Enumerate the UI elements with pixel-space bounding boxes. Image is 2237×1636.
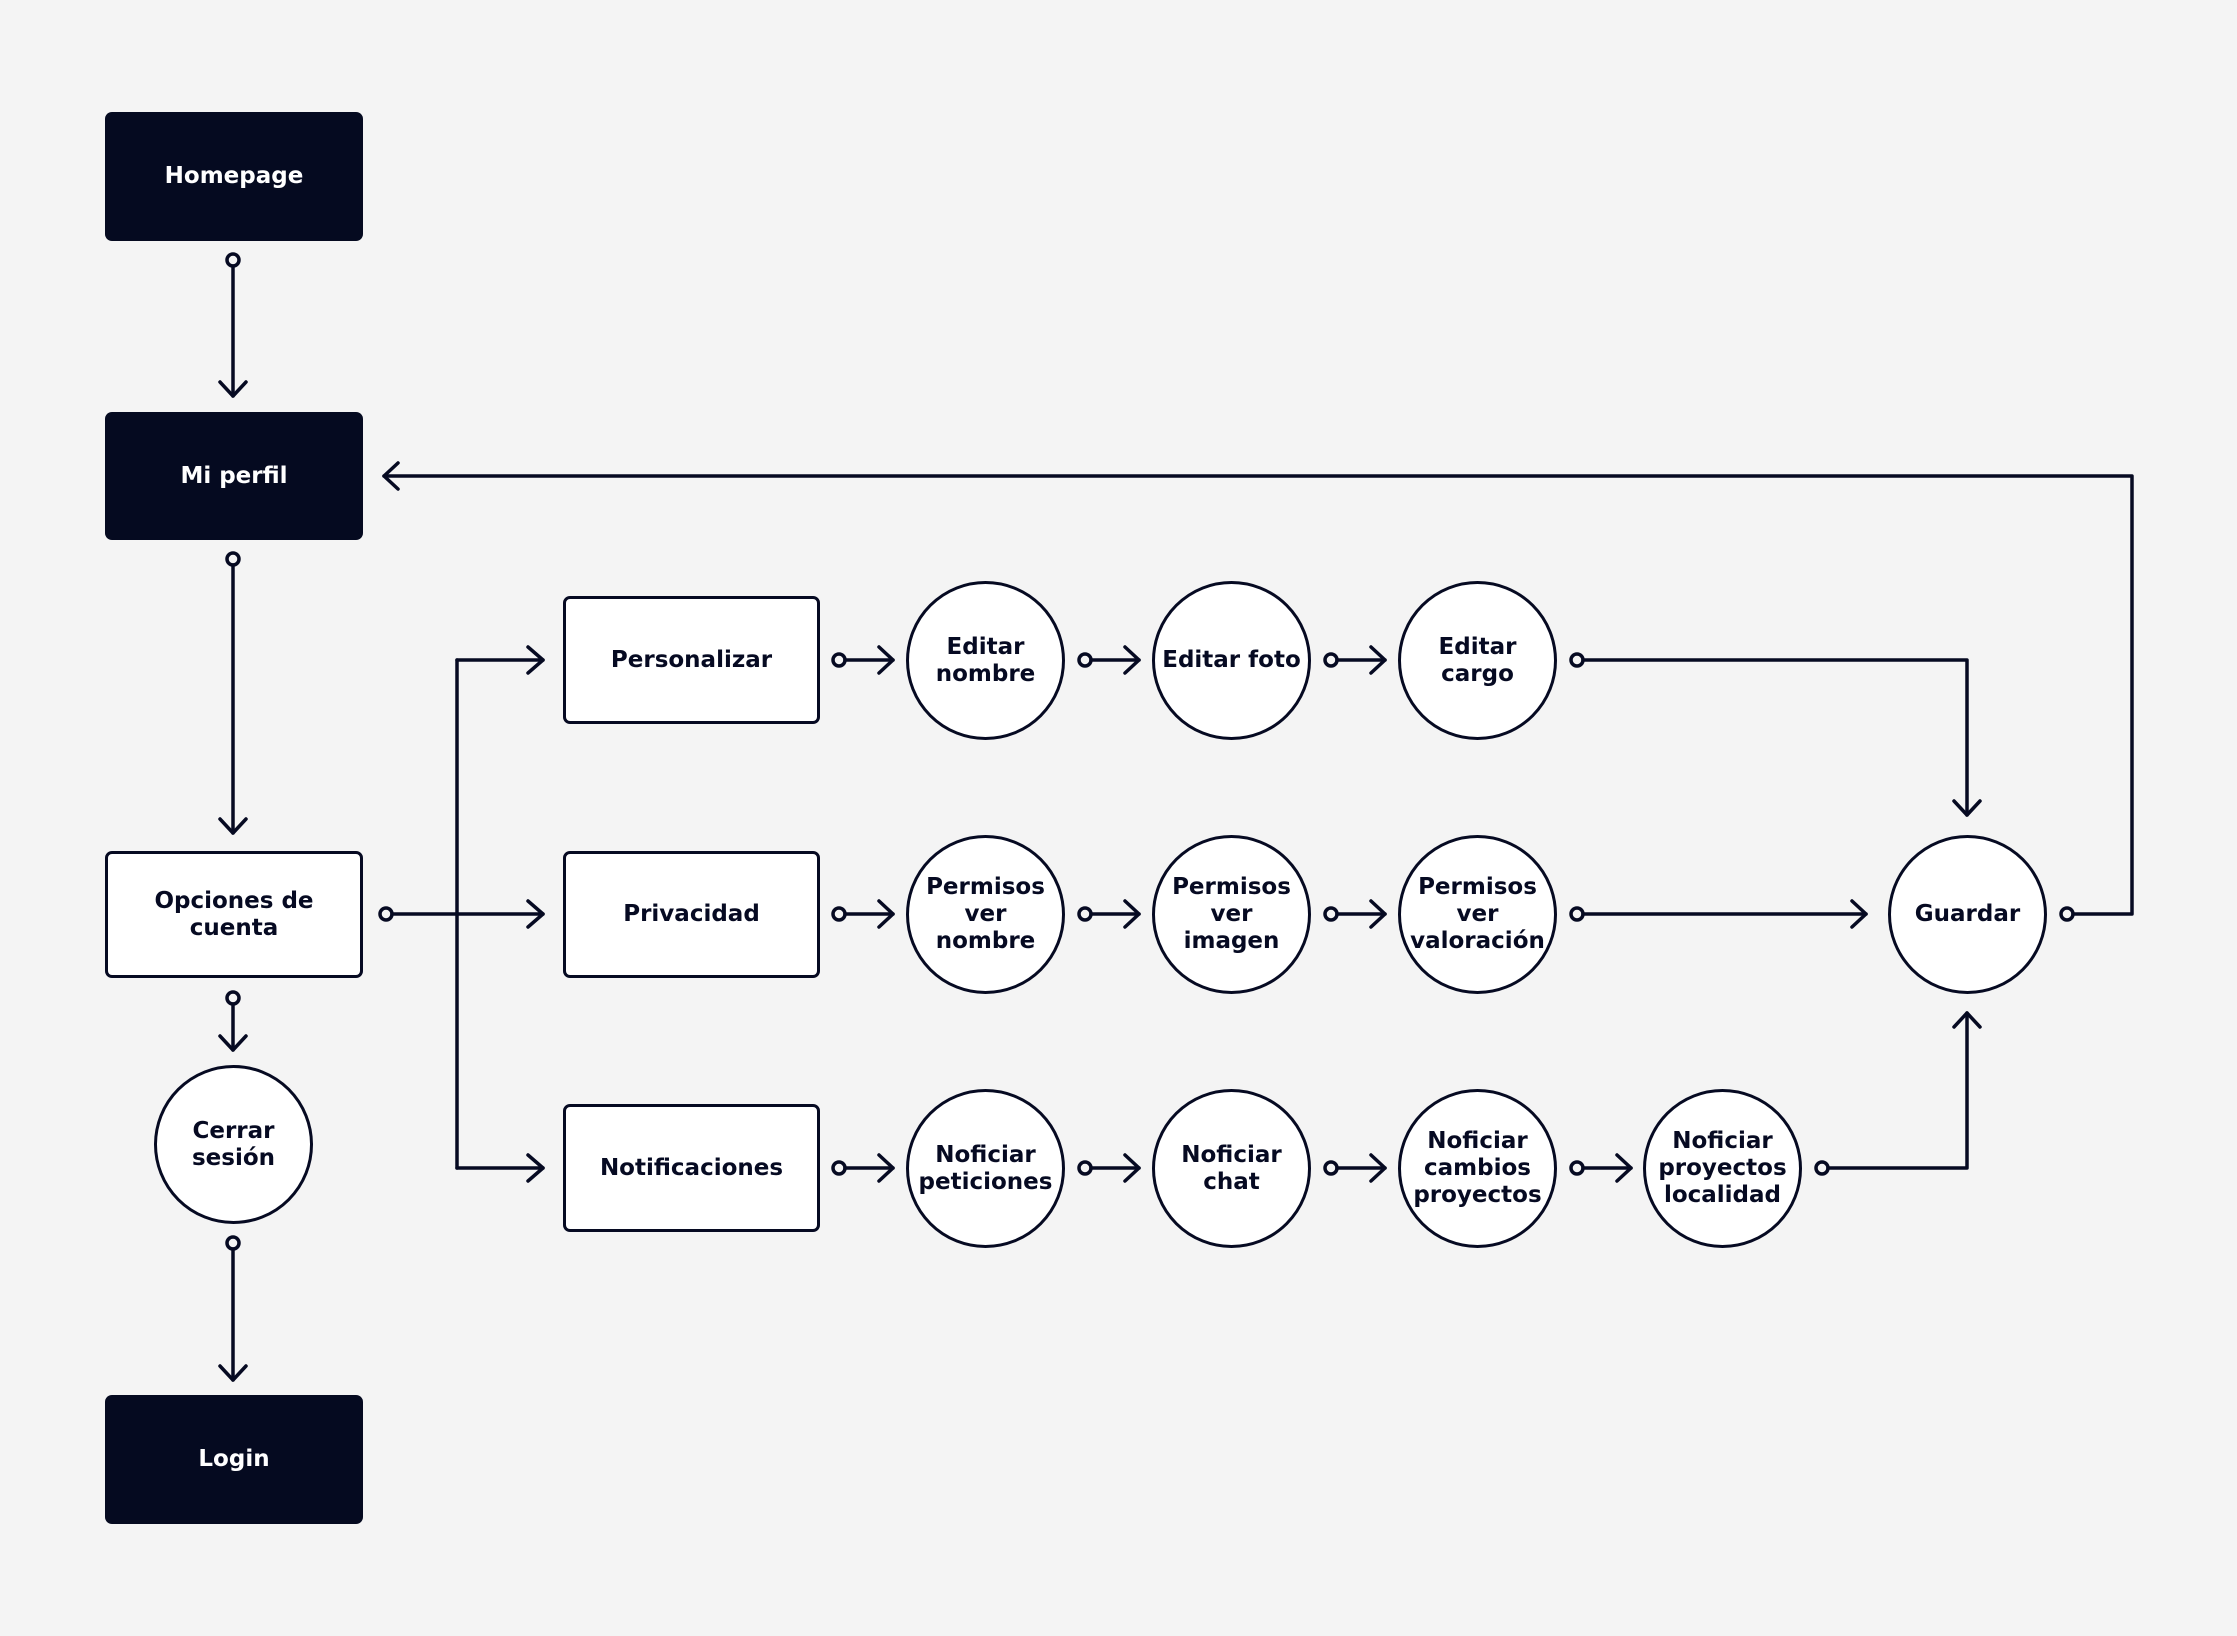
- node-personalizar[interactable]: Personalizar: [563, 596, 820, 724]
- node-label: Homepage: [164, 163, 304, 189]
- node-label: Permisos ver imagen: [1172, 874, 1291, 954]
- node-opciones-de-cuenta[interactable]: Opciones de cuenta: [105, 851, 363, 978]
- node-label: Login: [198, 1446, 270, 1472]
- node-label: Noficiar peticiones: [918, 1141, 1053, 1195]
- node-notificaciones[interactable]: Notificaciones: [563, 1104, 820, 1232]
- node-label: Noficiar proyectos localidad: [1658, 1128, 1787, 1208]
- node-noficiar-chat[interactable]: Noficiar chat: [1152, 1089, 1311, 1248]
- node-editar-cargo[interactable]: Editar cargo: [1398, 581, 1557, 740]
- node-cerrar-sesion[interactable]: Cerrar sesión: [154, 1065, 313, 1224]
- node-label: Privacidad: [623, 901, 760, 927]
- edge-homepage-mi-perfil: [218, 252, 248, 398]
- node-noficiar-proyectos-localidad[interactable]: Noficiar proyectos localidad: [1643, 1089, 1802, 1248]
- node-label: Noficiar chat: [1181, 1141, 1282, 1195]
- node-editar-nombre[interactable]: Editar nombre: [906, 581, 1065, 740]
- node-label: Editar cargo: [1438, 633, 1517, 687]
- edge-opciones-cerrar-sesion: [218, 990, 248, 1052]
- node-label: Editar foto: [1162, 647, 1301, 673]
- node-label: Notificaciones: [599, 1154, 784, 1181]
- node-noficiar-cambios-proyectos[interactable]: Noficiar cambios proyectos: [1398, 1089, 1557, 1248]
- node-editar-foto[interactable]: Editar foto: [1152, 581, 1311, 740]
- node-permisos-ver-imagen[interactable]: Permisos ver imagen: [1152, 835, 1311, 994]
- edge-row-personalizar: [831, 645, 1982, 817]
- node-label: Noficiar cambios proyectos: [1413, 1128, 1542, 1208]
- node-label: Opciones de cuenta: [154, 887, 314, 941]
- node-permisos-ver-valoracion[interactable]: Permisos ver valoración: [1398, 835, 1557, 994]
- node-mi-perfil[interactable]: Mi perfil: [105, 412, 363, 540]
- edge-guardar-mi-perfil: [382, 461, 2134, 922]
- node-login[interactable]: Login: [105, 1395, 363, 1524]
- edge-cerrar-sesion-login: [218, 1235, 248, 1382]
- edge-row-privacidad: [831, 899, 1868, 929]
- node-label: Guardar: [1914, 901, 2021, 927]
- node-permisos-ver-nombre[interactable]: Permisos ver nombre: [906, 835, 1065, 994]
- node-noficiar-peticiones[interactable]: Noficiar peticiones: [906, 1089, 1065, 1248]
- node-label: Mi perfil: [180, 462, 288, 489]
- node-guardar[interactable]: Guardar: [1888, 835, 2047, 994]
- node-privacidad[interactable]: Privacidad: [563, 851, 820, 978]
- node-label: Permisos ver nombre: [926, 874, 1045, 954]
- edge-row-notificaciones: [831, 1011, 1982, 1183]
- edge-mi-perfil-opciones-cuenta: [218, 551, 248, 835]
- edge-opciones-branches: [378, 645, 545, 1183]
- node-label: Permisos ver valoración: [1410, 874, 1545, 954]
- node-label: Editar nombre: [935, 633, 1036, 687]
- node-homepage[interactable]: Homepage: [105, 112, 363, 241]
- node-label: Personalizar: [610, 646, 773, 673]
- node-label: Cerrar sesión: [191, 1117, 276, 1171]
